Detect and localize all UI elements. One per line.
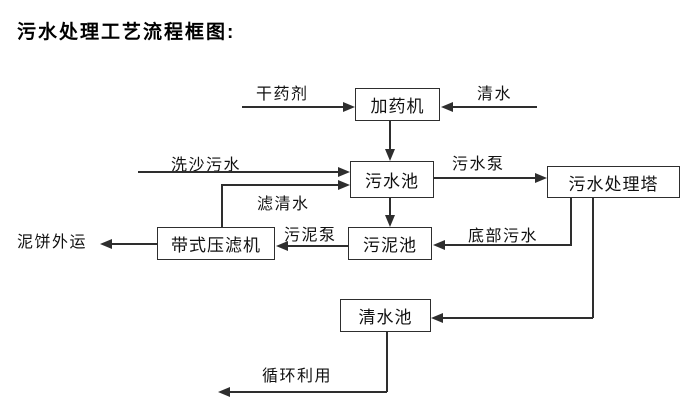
edge-mud-cake-line	[111, 243, 157, 245]
node-dosing-machine: 加药机	[355, 88, 440, 121]
flow-label-recycle-use: 循环利用	[262, 368, 333, 385]
node-dosing-machine-label: 加药机	[370, 97, 425, 116]
flow-label-dry-chemical: 干药剂	[256, 86, 309, 103]
edge-sewage-pump-line	[434, 177, 537, 179]
flow-label-sewage-pump: 污水泵	[452, 156, 505, 173]
edge-sand-washing-line	[138, 171, 340, 173]
edge-sand-washing-arrowhead	[338, 167, 350, 177]
node-sewage-pool: 污水池	[350, 161, 434, 198]
edge-clear-water-line	[451, 106, 537, 108]
edge-mud-cake-arrowhead	[100, 239, 112, 249]
node-belt-filter-press: 带式压滤机	[157, 227, 275, 260]
edge-bottom-sewage-vline	[570, 198, 572, 245]
edge-sewage-pump-arrowhead	[535, 173, 547, 183]
flow-label-clear-water: 清水	[477, 86, 513, 103]
edge-tower-to-clear-hline	[442, 317, 593, 319]
edge-recycle-vline	[386, 332, 388, 392]
node-clear-water-pool-label: 清水池	[358, 308, 413, 327]
node-sewage-pool-label: 污水池	[365, 172, 419, 191]
node-sludge-pool-label: 污泥池	[363, 236, 417, 255]
edge-dosing-to-sewage-arrowhead	[385, 149, 395, 161]
edge-tower-to-clear-vline	[592, 198, 594, 318]
node-belt-filter-press-label: 带式压滤机	[171, 236, 261, 255]
edge-bottom-sewage-hline	[444, 244, 572, 246]
flow-label-bottom-sewage: 底部污水	[468, 228, 539, 245]
flow-label-sludge-pump: 污泥泵	[284, 227, 337, 244]
edge-dosing-to-sewage-line	[389, 121, 391, 151]
page-title: 污水处理工艺流程框图:	[17, 22, 236, 43]
edge-recycle-hline	[229, 391, 387, 393]
flow-label-mud-cake-out: 泥饼外运	[17, 234, 88, 251]
edge-sludge-pump-line	[287, 245, 348, 247]
edge-dry-chemical-arrowhead	[343, 102, 355, 112]
edge-filtered-water-arrowhead	[338, 180, 350, 190]
flow-label-filtered-water: 滤清水	[257, 196, 310, 213]
node-treatment-tower-label: 污水处理塔	[568, 174, 659, 194]
edge-filtered-water-vline	[221, 184, 223, 227]
node-treatment-tower: 污水处理塔	[547, 166, 680, 198]
edge-dry-chemical-line	[242, 106, 345, 108]
node-sludge-pool: 污泥池	[348, 227, 432, 260]
edge-clear-water-arrowhead	[441, 102, 453, 112]
edge-tower-to-clear-arrowhead	[431, 313, 443, 323]
edge-filtered-water-hline	[221, 184, 340, 186]
edge-sewage-to-sludge-arrowhead	[385, 215, 395, 227]
flow-label-sand-washing-sewage: 洗沙污水	[171, 157, 242, 174]
edge-bottom-sewage-arrowhead	[433, 240, 445, 250]
edge-sludge-pump-arrowhead	[276, 241, 288, 251]
edge-sewage-to-sludge-line	[389, 198, 391, 217]
node-clear-water-pool: 清水池	[340, 299, 431, 332]
edge-recycle-arrowhead	[218, 387, 230, 397]
